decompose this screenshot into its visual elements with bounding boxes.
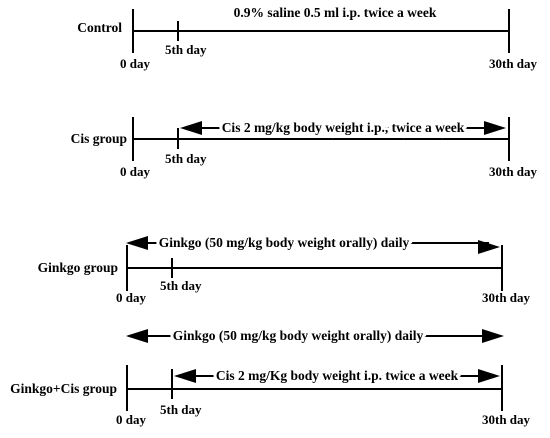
ginkgo-annotation: Ginkgo (50 mg/kg body weight orally) dai… [173,328,424,343]
end-day-label: 30th day [482,412,531,427]
start-day-label: 0 day [116,290,146,305]
cis-annotation: Cis 2 mg/Kg body weight i.p. twice a wee… [216,368,459,383]
timeline-ginkgo-cis-group: Ginkgo (50 mg/kg body weight orally) dai… [10,325,531,427]
arrow-head-right [482,329,504,343]
start-day-label: 0 day [120,164,150,179]
timeline-ginkgo-group: Ginkgo group Ginkgo (50 mg/kg body weigh… [38,232,531,305]
arrow-head-left [126,236,148,250]
arrow-head-right [478,240,500,254]
mid-day-label: 5th day [160,402,202,417]
group-label: Control [77,20,122,35]
arrow-head-left [126,329,148,343]
treatment-annotation: Cis 2 mg/kg body weight i.p., twice a we… [222,120,465,135]
group-label: Ginkgo+Cis group [10,381,117,396]
end-day-label: 30th day [489,164,538,179]
arrow-head-left [180,121,202,135]
start-day-label: 0 day [120,56,150,71]
mid-day-label: 5th day [160,278,202,293]
mid-day-label: 5th day [165,42,207,57]
treatment-annotation: 0.9% saline 0.5 ml i.p. twice a week [234,5,437,20]
treatment-annotation: Ginkgo (50 mg/kg body weight orally) dai… [159,235,410,250]
end-day-label: 30th day [482,290,531,305]
start-day-label: 0 day [116,412,146,427]
group-label: Cis group [71,131,127,146]
arrow-head-right [484,121,506,135]
arrow-head-left [174,369,196,383]
group-label: Ginkgo group [38,260,118,275]
end-day-label: 30th day [489,56,538,71]
arrow-head-right [478,369,500,383]
timeline-control: Control 0.9% saline 0.5 ml i.p. twice a … [77,5,537,71]
mid-day-label: 5th day [165,151,207,166]
timeline-cis-group: Cis group Cis 2 mg/kg body weight i.p., … [71,117,538,179]
